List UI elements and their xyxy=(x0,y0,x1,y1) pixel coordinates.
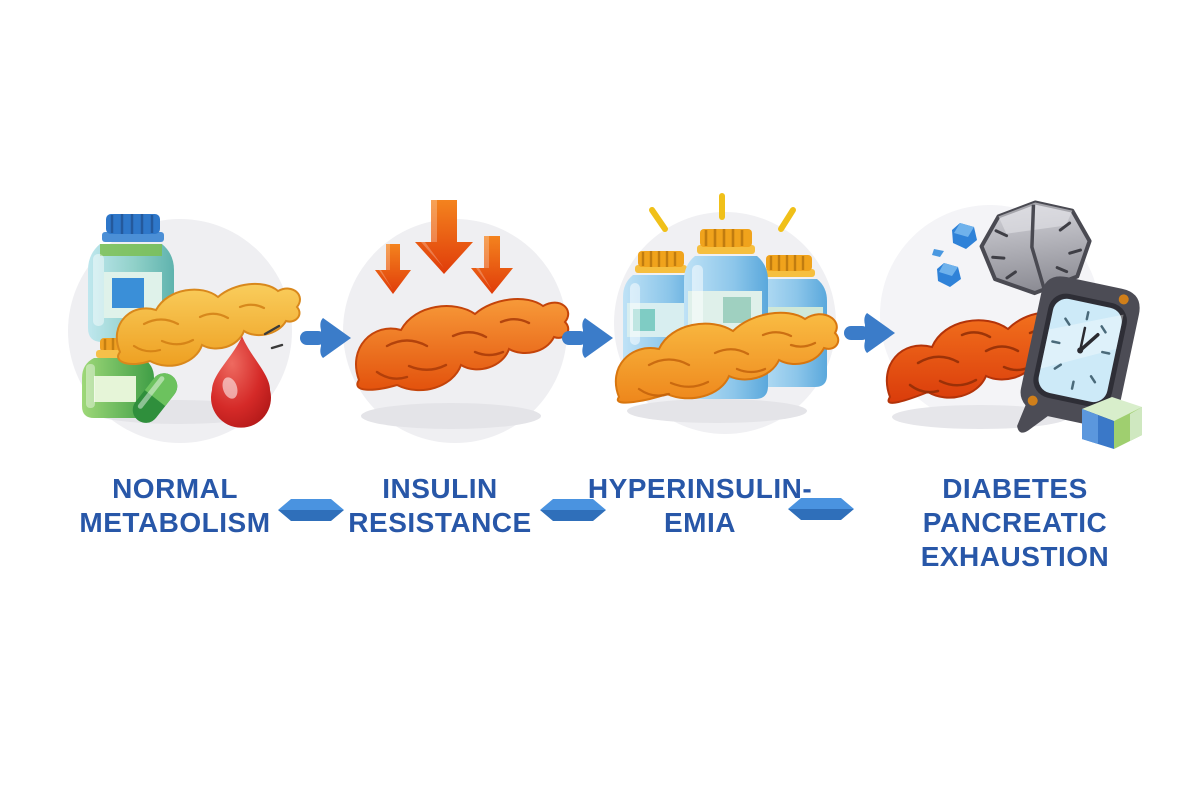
stage-label-insulin-resistance: INSULIN RESISTANCE xyxy=(312,472,568,540)
stage-panel-diabetes-exhaustion xyxy=(870,185,1170,455)
right-arrow-icon xyxy=(559,313,615,368)
label-line: RESISTANCE xyxy=(348,507,532,538)
hyperinsulinemia-illustration xyxy=(614,193,840,434)
stage-panel-normal-metabolism xyxy=(50,200,310,460)
label-line: DIABETES xyxy=(942,473,1088,504)
right-arrow-icon xyxy=(297,313,353,368)
stage-label-diabetes-exhaustion: DIABETES PANCREATIC EXHAUSTION xyxy=(880,472,1150,574)
label-line: EMIA xyxy=(664,507,736,538)
label-line: METABOLISM xyxy=(79,507,271,538)
sugar-cube-icon xyxy=(1082,397,1142,449)
motion-marks xyxy=(263,324,284,350)
label-line: EXHAUSTION xyxy=(920,541,1110,572)
normal-metabolism-illustration xyxy=(68,214,301,443)
stressed-pancreas-icon xyxy=(355,298,570,392)
spark-lines-icon xyxy=(649,193,796,232)
stage-label-normal-metabolism: NORMAL METABOLISM xyxy=(40,472,310,540)
hexagon-connector xyxy=(787,497,855,526)
label-line: NORMAL xyxy=(112,473,238,504)
label-line: INSULIN xyxy=(382,473,498,504)
ground-shadow xyxy=(627,399,807,423)
down-arrow-large-icon xyxy=(415,200,473,274)
ground-shadow xyxy=(361,403,541,429)
overworked-pancreas-icon xyxy=(614,311,840,404)
down-arrow-medium-icon xyxy=(471,236,513,294)
right-arrow-icon xyxy=(841,308,897,363)
insulin-resistance-illustration xyxy=(343,200,570,443)
blood-drop-icon xyxy=(211,336,271,428)
down-arrow-small-icon xyxy=(375,244,411,294)
glucose-crystal-icon xyxy=(932,223,977,287)
hexagon-connector xyxy=(277,498,345,527)
label-line: HYPERINSULIN- xyxy=(587,473,813,504)
stage-label-hyperinsulinemia: HYPERINSULIN- EMIA xyxy=(572,472,828,540)
stage-panel-hyperinsulinemia xyxy=(595,193,855,453)
green-capsule-icon xyxy=(132,373,178,423)
label-line: PANCREATIC xyxy=(922,507,1108,538)
hexagon-connector xyxy=(539,498,607,527)
cracked-clock-stone-icon xyxy=(979,200,1092,296)
glucometer-icon xyxy=(1017,276,1140,433)
diabetes-exhaustion-illustration xyxy=(880,200,1142,449)
healthy-pancreas-icon xyxy=(115,282,301,367)
stage-panel-insulin-resistance xyxy=(325,200,585,460)
